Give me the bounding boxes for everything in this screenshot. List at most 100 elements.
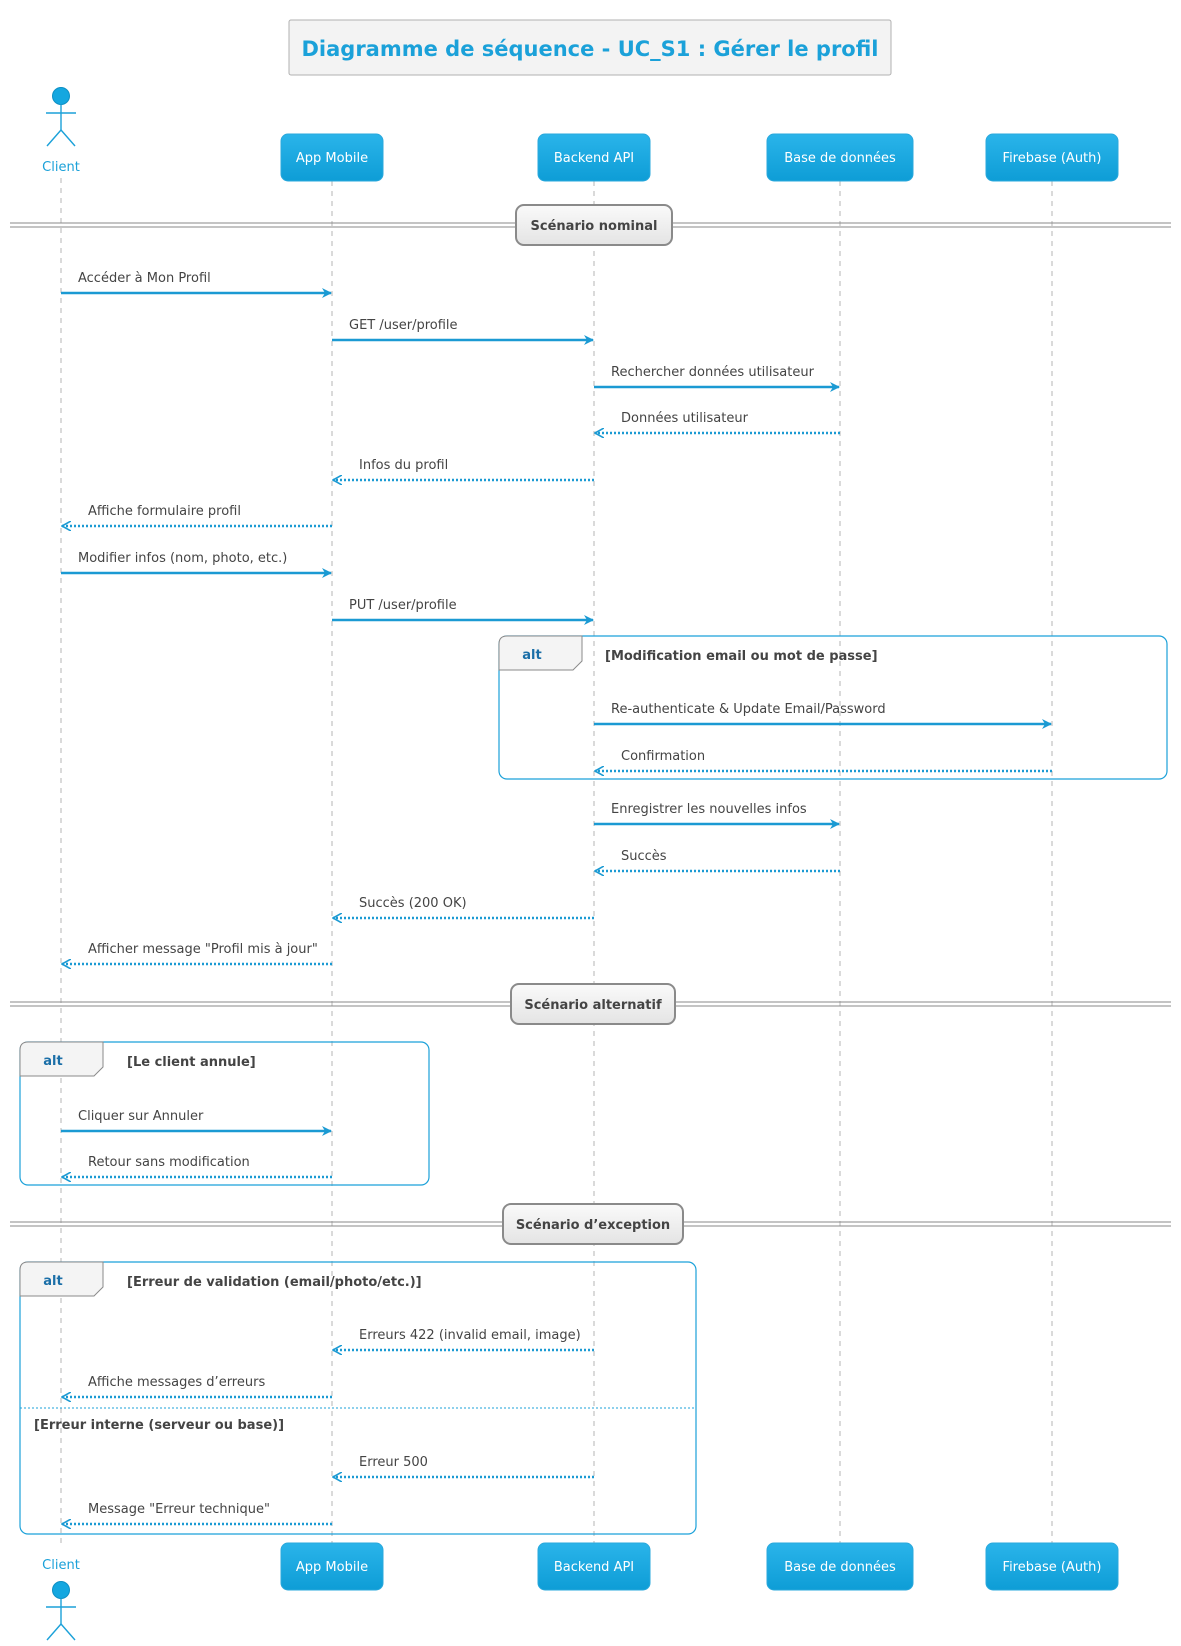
sync-message: GET /user/profile (332, 318, 594, 345)
return-message: Affiche messages d’erreurs (62, 1375, 332, 1397)
participant-label: Firebase (Auth) (1003, 1560, 1102, 1575)
message-label: Infos du profil (359, 458, 448, 473)
fragment-else-guard: [Erreur interne (serveur ou base)] (34, 1418, 284, 1433)
alt-fragment: alt [Erreur de validation (email/photo/et… (19, 1261, 697, 1535)
message-label: Cliquer sur Annuler (78, 1109, 204, 1124)
message-label: Enregistrer les nouvelles infos (611, 802, 807, 817)
sync-message: Accéder à Mon Profil (61, 271, 332, 298)
participant-box (985, 133, 1119, 182)
fragment-frame (19, 1041, 430, 1186)
fragment-keyword: alt (43, 1274, 62, 1289)
participant-api-bottom: Backend API (537, 1542, 651, 1591)
sync-message: Modifier infos (nom, photo, etc.) (61, 551, 332, 578)
actor-leg-left (46, 1623, 62, 1641)
lifelines (60, 178, 1053, 1546)
return-message: Erreur 500 (333, 1455, 594, 1477)
participant-fb-bottom: Firebase (Auth) (985, 1542, 1119, 1591)
message-label: Succès (621, 849, 667, 864)
return-message: Affiche formulaire profil (62, 504, 332, 526)
section-label: Scénario nominal (531, 219, 658, 234)
return-message: Infos du profil (333, 458, 594, 480)
participant-label: Base de données (784, 151, 896, 166)
divider-box (510, 983, 676, 1025)
message-label: Affiche messages d’erreurs (88, 1375, 265, 1390)
divider-box (502, 1203, 684, 1245)
actor-label: Client (42, 1558, 80, 1573)
section-divider: Scénario alternatif (10, 983, 1171, 1025)
participants-top: Client App Mobile Backend API Base de donné… (42, 87, 1119, 182)
message-label: Afficher message "Profil mis à jour" (88, 942, 318, 957)
participant-api-top: Backend API (537, 133, 651, 182)
return-message: Succès (200 OK) (333, 896, 594, 918)
diagram-title: Diagramme de séquence - UC_S1 : Gérer le… (288, 19, 892, 76)
message-label: Retour sans modification (88, 1155, 250, 1170)
message-label: Modifier infos (nom, photo, etc.) (78, 551, 287, 566)
message-label: Message "Erreur technique" (88, 1502, 270, 1517)
return-message: Retour sans modification (62, 1155, 332, 1177)
sync-message: Re-authenticate & Update Email/Password (594, 702, 1052, 729)
sync-message: PUT /user/profile (332, 598, 594, 625)
actor-bottom: Client (42, 1558, 80, 1641)
participant-label: Firebase (Auth) (1003, 151, 1102, 166)
actor-label: Client (42, 160, 80, 175)
diagram-title-text: Diagramme de séquence - UC_S1 : Gérer le… (301, 37, 878, 61)
message-label: Succès (200 OK) (359, 896, 467, 911)
actor-top: Client (42, 87, 80, 175)
participant-box (766, 1542, 914, 1591)
participant-label: Backend API (554, 1560, 634, 1575)
message-label: Affiche formulaire profil (88, 504, 241, 519)
fragment-keyword: alt (43, 1054, 62, 1069)
sync-message: Rechercher données utilisateur (594, 365, 840, 392)
fragment-guard: [Erreur de validation (email/photo/etc.)… (127, 1275, 422, 1290)
message-label: Accéder à Mon Profil (78, 271, 211, 286)
message-label: Rechercher données utilisateur (611, 365, 815, 380)
return-message: Données utilisateur (595, 411, 840, 433)
participant-box (280, 133, 384, 182)
message-label: Re-authenticate & Update Email/Password (611, 702, 886, 717)
participant-label: App Mobile (296, 151, 368, 166)
participants-bottom: Client App Mobile Backend API Base de donné… (42, 1542, 1119, 1641)
actor-head-icon (52, 87, 70, 105)
fragment-tab (19, 1261, 104, 1297)
participant-db-top: Base de données (766, 133, 914, 182)
sync-message: Enregistrer les nouvelles infos (594, 802, 840, 829)
fragment-guard: [Modification email ou mot de passe] (605, 649, 878, 664)
participant-app-bottom: App Mobile (280, 1542, 384, 1591)
participant-box (537, 133, 651, 182)
fragment-keyword: alt (522, 648, 541, 663)
fragment-frame (498, 635, 1168, 780)
fragment-tab (498, 635, 583, 671)
return-message: Erreurs 422 (invalid email, image) (333, 1328, 594, 1350)
section-label: Scénario alternatif (524, 998, 662, 1013)
fragment-tab (19, 1041, 104, 1077)
participant-box (537, 1542, 651, 1591)
participant-label: App Mobile (296, 1560, 368, 1575)
message-label: Erreurs 422 (invalid email, image) (359, 1328, 581, 1343)
alt-fragment: alt [Modification email ou mot de passe] (498, 635, 1168, 780)
participant-box (280, 1542, 384, 1591)
alt-fragment: alt[Le client annule] (19, 1041, 430, 1186)
actor-leg-left (46, 129, 62, 147)
actor-leg-right (60, 1623, 76, 1641)
participant-fb-top: Firebase (Auth) (985, 133, 1119, 182)
actor-head-icon (52, 1581, 70, 1599)
participant-label: Backend API (554, 151, 634, 166)
sync-message: Cliquer sur Annuler (61, 1109, 332, 1136)
participant-app-top: App Mobile (280, 133, 384, 182)
section-divider: Scénario d’exception (10, 1203, 1171, 1245)
message-label: Confirmation (621, 749, 705, 764)
divider-box (515, 204, 673, 246)
return-message: Confirmation (595, 749, 1052, 771)
participant-db-bottom: Base de données (766, 1542, 914, 1591)
fragment-frame (19, 1261, 697, 1535)
fragments: alt[Modification email ou mot de passe]a… (19, 635, 1168, 1535)
message-label: Données utilisateur (621, 411, 749, 426)
actor-leg-right (60, 129, 76, 147)
section-divider: Scénario nominal (10, 204, 1171, 246)
message-label: GET /user/profile (349, 318, 458, 333)
message-label: PUT /user/profile (349, 598, 457, 613)
return-message: Succès (595, 849, 840, 871)
